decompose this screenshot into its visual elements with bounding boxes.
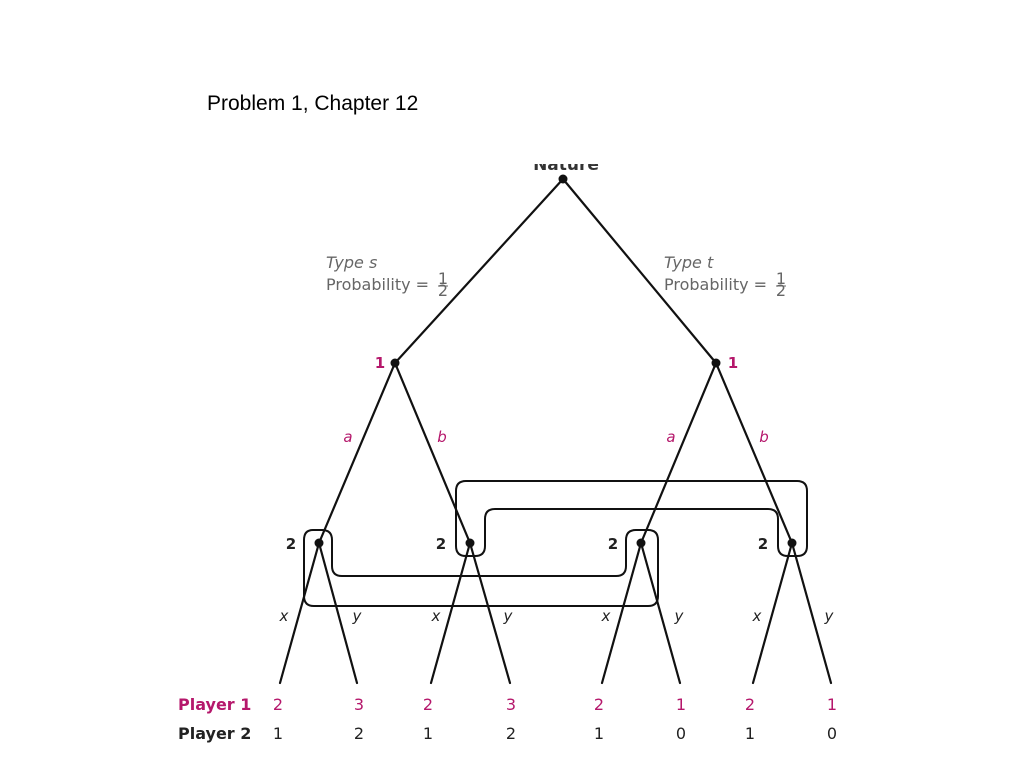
payoff-cell: 2: [423, 695, 433, 714]
type-annotation-s: Type s Probability = 1 2: [326, 253, 448, 300]
branch-t-b-y: [790, 541, 833, 685]
move-label-x: x: [431, 607, 441, 625]
payoff-cell: 2: [273, 695, 283, 714]
branch-t-a-y: [639, 541, 682, 685]
player1-node-label: 1: [375, 354, 385, 372]
move-label-b: b: [437, 428, 447, 446]
probability-text: Probability =: [664, 275, 767, 294]
move-label-x: x: [601, 607, 611, 625]
payoff-cell: 0: [676, 724, 686, 743]
move-label-x: x: [279, 607, 289, 625]
probability-numerator: 1: [776, 269, 786, 288]
move-label-a: a: [343, 428, 352, 446]
payoff-cell: 1: [827, 695, 837, 714]
branch-s-a-x: [278, 541, 321, 685]
branch-nature-type-t: [561, 177, 718, 365]
player2-node-label: 2: [286, 535, 296, 553]
type-annotation-t: Type t Probability = 1 2: [664, 253, 786, 300]
player1-payoff-label: Player 1: [178, 695, 251, 714]
probability-numerator: 1: [438, 269, 448, 288]
player1-labels: 1 1 a b a b: [343, 354, 768, 446]
payoff-cell: 3: [506, 695, 516, 714]
player1-node-t: [711, 358, 721, 368]
player2-node: [314, 538, 324, 548]
branch-s-b: [393, 361, 472, 545]
payoff-cell: 1: [676, 695, 686, 714]
move-label-y: y: [352, 607, 363, 625]
branch-t-b-x: [751, 541, 794, 685]
branch-s-b-x: [429, 541, 472, 685]
payoff-cell: 1: [594, 724, 604, 743]
move-label-a: a: [666, 428, 675, 446]
nature-node: [558, 174, 568, 184]
nature-label: Nature: [533, 155, 599, 175]
tree-branches: [278, 177, 833, 685]
player2-node-label: 2: [436, 535, 446, 553]
payoff-cell: 1: [273, 724, 283, 743]
type-label: Type t: [664, 253, 714, 272]
move-label-y: y: [503, 607, 514, 625]
slide-title: Problem 1, Chapter 12: [207, 92, 419, 115]
player2-payoff-label: Player 2: [178, 724, 251, 743]
payoff-cell: 2: [745, 695, 755, 714]
player2-payoffs: 1 2 1 2 1 0 1 0: [273, 724, 837, 743]
type-label: Type s: [326, 253, 377, 272]
information-sets: [303, 480, 808, 607]
payoff-cell: 2: [594, 695, 604, 714]
probability-text: Probability =: [326, 275, 429, 294]
move-label-y: y: [674, 607, 685, 625]
move-label-y: y: [824, 607, 835, 625]
information-set-a: [303, 529, 659, 607]
branch-s-a-y: [317, 541, 359, 685]
payoff-cell: 1: [745, 724, 755, 743]
player2-node-label: 2: [608, 535, 618, 553]
move-label-x: x: [752, 607, 762, 625]
payoff-cell: 2: [354, 724, 364, 743]
branch-t-a: [639, 361, 718, 545]
player2-node: [465, 538, 475, 548]
player1-node-label: 1: [728, 354, 738, 372]
tree-nodes: [314, 174, 797, 548]
payoff-table: Player 1 Player 2 2 3 2 3 2 1 2 1 1 2 1 …: [178, 695, 837, 743]
player2-node: [636, 538, 646, 548]
payoff-cell: 3: [354, 695, 364, 714]
branch-t-a-x: [600, 541, 643, 685]
payoff-cell: 2: [506, 724, 516, 743]
move-label-b: b: [759, 428, 769, 446]
player2-node-label: 2: [758, 535, 768, 553]
probability-denominator: 2: [776, 281, 786, 300]
information-set-b: [455, 480, 808, 557]
player2-node: [787, 538, 797, 548]
probability-denominator: 2: [438, 281, 448, 300]
branch-s-a: [317, 361, 397, 545]
branch-nature-type-s: [393, 177, 565, 365]
branch-s-b-y: [468, 541, 512, 685]
player1-node-s: [390, 358, 400, 368]
branch-t-b: [714, 361, 794, 545]
payoff-cell: 1: [423, 724, 433, 743]
player1-payoffs: 2 3 2 3 2 1 2 1: [273, 695, 837, 714]
payoff-cell: 0: [827, 724, 837, 743]
player2-labels: 2 2 2 2 x y x y x y x y: [279, 535, 835, 625]
